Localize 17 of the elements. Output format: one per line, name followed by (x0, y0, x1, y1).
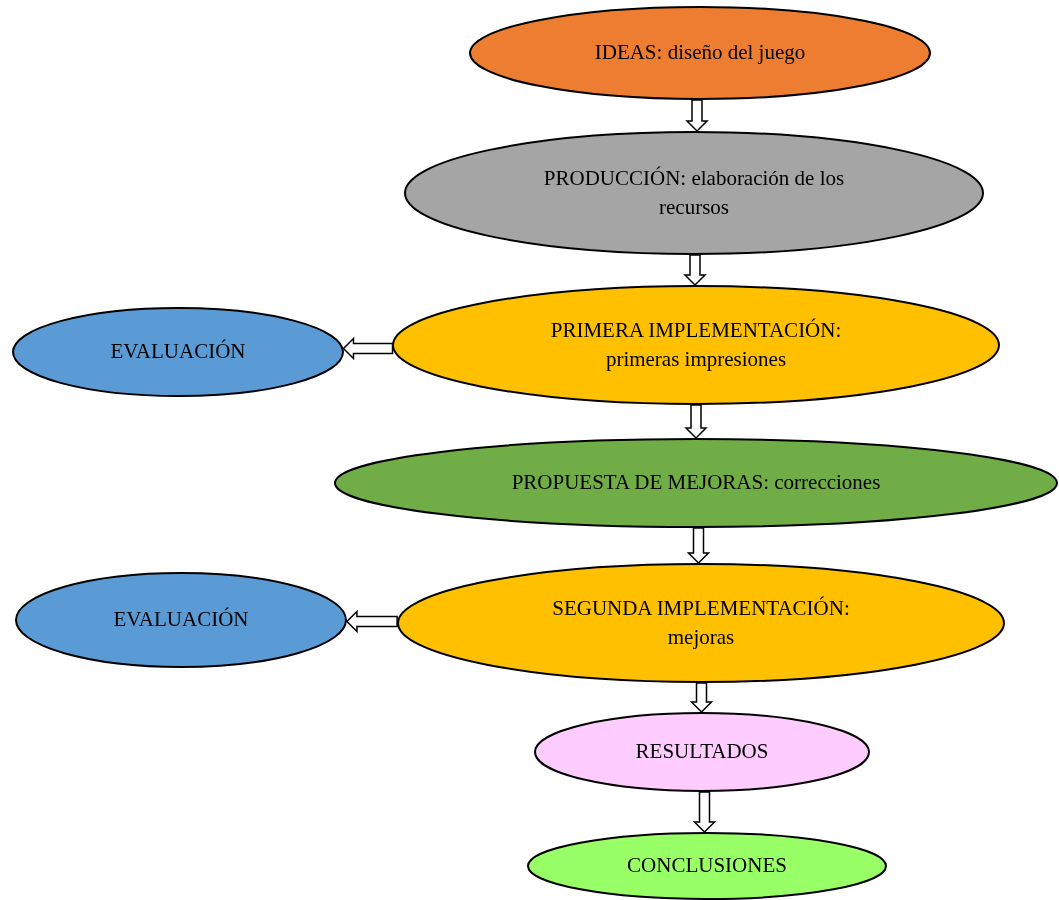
node-label: PRODUCCIÓN: elaboración de los recursos (542, 164, 846, 221)
block-arrow (686, 527, 711, 565)
node-label: EVALUACIÓN (113, 606, 249, 634)
block-arrow (684, 404, 708, 440)
block-arrow (342, 336, 394, 361)
node-label: PROPUESTA DE MEJORAS: correcciones (511, 469, 881, 497)
node-label: CONCLUSIONES (627, 852, 787, 880)
node-label: RESULTADOS (635, 738, 769, 766)
block-arrow (692, 791, 717, 834)
node-label: IDEAS: diseño del juego (594, 39, 806, 67)
node-label: EVALUACIÓN (110, 338, 246, 366)
block-arrow (345, 609, 398, 634)
block-arrow (689, 682, 714, 714)
block-arrow (685, 99, 709, 133)
node-label: PRIMERA IMPLEMENTACIÓN: primeras impresiones (549, 316, 843, 373)
node-label: SEGUNDA IMPLEMENTACIÓN: mejoras (551, 594, 851, 651)
block-arrow (683, 254, 707, 287)
